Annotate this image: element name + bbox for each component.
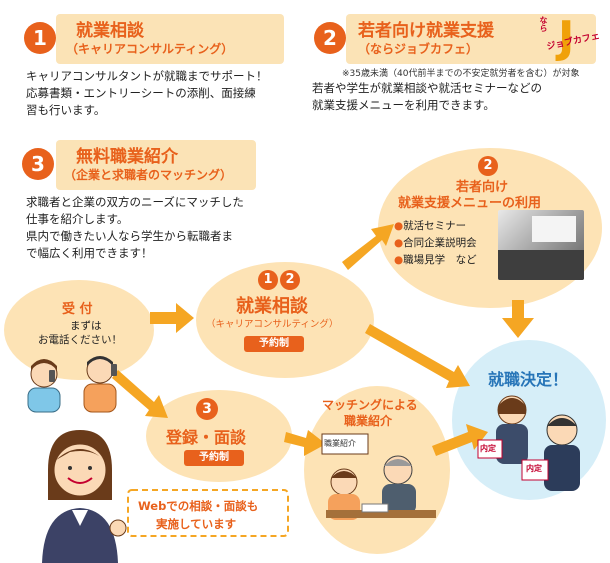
youth-menu-item-label: 合同企業説明会 bbox=[403, 237, 477, 249]
arrow-reception-consult bbox=[150, 303, 194, 333]
section3-header bbox=[56, 140, 256, 190]
arrow-reception-register bbox=[112, 370, 168, 418]
section2-note: ※35歳未満（40代前半までの不安定就労者を含む）が対象 bbox=[342, 69, 580, 79]
youth-menu-item: ●職場見学 など bbox=[394, 254, 477, 266]
reception-line1: まずは bbox=[70, 320, 102, 332]
youth-num: 2 bbox=[478, 156, 498, 176]
reception-blob bbox=[4, 280, 154, 380]
consultant-woman-illustration bbox=[42, 430, 127, 563]
section3-body: 求職者と企業の双方のニーズにマッチした 仕事を紹介します。 県内で働きたい人なら… bbox=[26, 194, 244, 262]
section3-line: 求職者と企業の双方のニーズにマッチした bbox=[26, 195, 244, 209]
register-num: 3 bbox=[196, 398, 218, 420]
arrow-matching-result bbox=[432, 424, 488, 456]
consult-title: 就業相談 bbox=[236, 296, 308, 317]
consult-num-2: 2 bbox=[280, 270, 300, 290]
jobcafe-logo-j: J bbox=[558, 12, 575, 63]
counseling-illustration bbox=[321, 433, 436, 520]
youth-menu-item: ●合同企業説明会 bbox=[394, 237, 477, 249]
youth-menu-list: ●就活セミナー ●合同企業説明会 ●職場見学 など bbox=[394, 218, 477, 269]
reception-line2: お電話ください！ bbox=[38, 334, 122, 346]
section1-subtitle: （キャリアコンサルティング） bbox=[66, 42, 234, 56]
register-reservation-badge: 予約制 bbox=[184, 450, 244, 466]
section2-line: 就業支援メニューを利用できます。 bbox=[312, 98, 495, 112]
arrow-consult-youth bbox=[342, 224, 394, 270]
section2-title: 若者向け就業支援 bbox=[358, 21, 494, 41]
section2-body: 若者や学生が就業相談や就活セミナーなどの 就業支援メニューを利用できます。 bbox=[312, 80, 542, 114]
matching-title1: マッチングによる bbox=[322, 398, 418, 412]
celebrating-people-illustration bbox=[477, 395, 580, 491]
section3-line: 県内で働きたい人なら学生から転職者ま bbox=[26, 229, 233, 243]
youth-title1: 若者向け bbox=[456, 180, 509, 195]
matching-sign: 職業紹介 bbox=[324, 439, 356, 448]
web-note-frame bbox=[127, 489, 289, 537]
section3-subtitle: （企業と求職者のマッチング） bbox=[64, 168, 233, 182]
section1-header bbox=[56, 14, 284, 64]
seminar-photo bbox=[498, 210, 584, 280]
arrow-register-matching bbox=[284, 430, 326, 456]
section1-line: 応募書類・エントリーシートの添削、面接練 bbox=[26, 86, 256, 100]
section2-subtitle: （ならジョブカフェ） bbox=[358, 42, 479, 56]
offer-card-2: 内定 bbox=[526, 464, 542, 473]
offer-card-1: 内定 bbox=[480, 444, 496, 453]
reception-title: 受 付 bbox=[62, 302, 93, 317]
section3-number: 3 bbox=[22, 148, 54, 180]
consult-reservation-badge: 予約制 bbox=[244, 336, 304, 352]
youth-menu-item-label: 就活セミナー bbox=[403, 220, 467, 232]
matching-blob bbox=[304, 386, 450, 554]
section1-line: キャリアコンサルタントが就職までサポート！ bbox=[26, 69, 268, 83]
section3-line: で幅広く利用できます！ bbox=[26, 246, 153, 260]
arrow-consult-result bbox=[365, 324, 470, 388]
youth-title2: 就業支援メニューの利用 bbox=[398, 196, 542, 211]
arrow-youth-result bbox=[502, 300, 534, 338]
section2-line: 若者や学生が就業相談や就活セミナーなどの bbox=[312, 81, 542, 95]
jobcafe-logo: J なら ジョブカフェ bbox=[538, 12, 601, 66]
section2-number: 2 bbox=[314, 22, 346, 54]
register-title: 登録・面談 bbox=[166, 428, 247, 447]
section1-title: 就業相談 bbox=[76, 21, 144, 41]
section1-number: 1 bbox=[24, 22, 56, 54]
consult-num-1: 1 bbox=[258, 270, 278, 290]
consult-subtitle: （キャリアコンサルティング） bbox=[206, 319, 339, 330]
phone-caller-illustration bbox=[27, 356, 117, 413]
web-note-line1: Webでの相談・面談も bbox=[138, 499, 259, 513]
result-title: 就職決定！ bbox=[488, 370, 569, 389]
section2-header bbox=[346, 14, 596, 64]
jobcafe-logo-nara: なら bbox=[539, 16, 548, 32]
register-blob bbox=[146, 390, 292, 482]
web-note-line2: 実施しています bbox=[156, 517, 237, 531]
matching-title2: 職業紹介 bbox=[344, 414, 393, 428]
section3-line: 仕事を紹介します。 bbox=[26, 212, 129, 226]
section1-line: 習も行います。 bbox=[26, 103, 106, 117]
section1-body: キャリアコンサルタントが就職までサポート！ 応募書類・エントリーシートの添削、面… bbox=[26, 68, 268, 119]
youth-menu-item: ●就活セミナー bbox=[394, 220, 467, 232]
youth-menu-item-label: 職場見学 など bbox=[403, 254, 477, 266]
section3-title: 無料職業紹介 bbox=[76, 147, 178, 167]
